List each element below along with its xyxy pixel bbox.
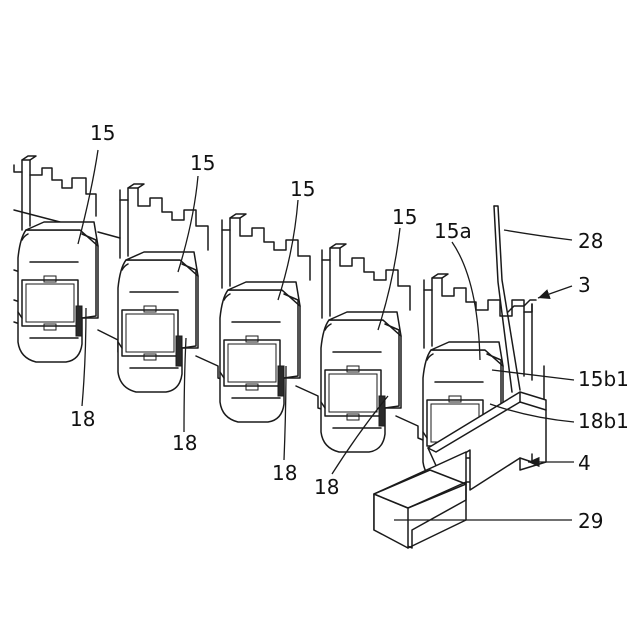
label-15a: 15a [434,219,472,243]
label-3: 3 [578,273,591,297]
label-15-d: 15 [392,205,417,229]
block-29 [374,452,466,548]
label-29: 29 [578,509,603,533]
label-15-a: 15 [90,121,115,145]
label-4: 4 [578,451,591,475]
component-2 [118,252,198,392]
label-15b1: 15b1 [578,367,629,391]
label-18-a: 18 [70,407,95,431]
label-18-b: 18 [172,431,197,455]
label-18-d: 18 [314,475,339,499]
label-15-b: 15 [190,151,215,175]
label-18-c: 18 [272,461,297,485]
label-18b1: 18b1 [578,409,629,433]
label-28: 28 [578,229,603,253]
label-15-c: 15 [290,177,315,201]
component-3 [220,282,300,422]
